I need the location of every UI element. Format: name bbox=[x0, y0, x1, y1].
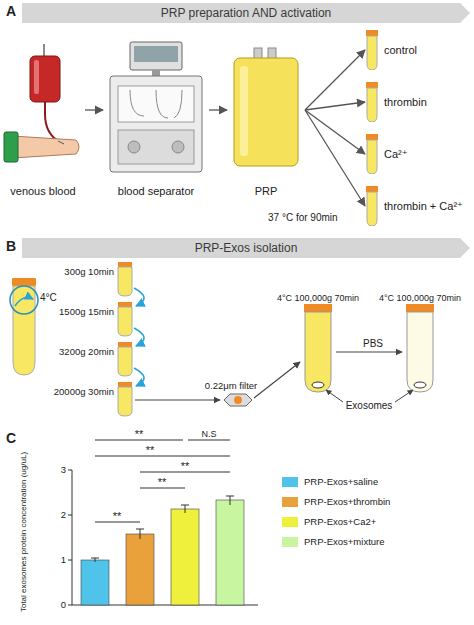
flow-arrow bbox=[305, 110, 365, 154]
spin-step: 300g 10min bbox=[20, 266, 114, 278]
tube-icon bbox=[366, 134, 378, 174]
node-label: blood separator bbox=[104, 184, 208, 198]
legend-text: PRP-Exos+thrombin bbox=[304, 496, 390, 508]
spin-step: 3200g 20min bbox=[20, 346, 114, 358]
node-label: Ca²⁺ bbox=[384, 134, 470, 174]
spin-step: 4°C 100,000g 70min bbox=[270, 292, 366, 304]
legend-row: PRP-Exos+Ca2+ bbox=[282, 516, 376, 528]
spin-step: 4°C 100,000g 70min bbox=[372, 292, 468, 304]
section-banner: PRP-Exos isolation bbox=[22, 238, 470, 258]
legend-text: PRP-Exos+Ca2+ bbox=[304, 516, 376, 528]
sample-tube: Ca²⁺ bbox=[366, 134, 470, 174]
panel-letter: B bbox=[6, 240, 16, 252]
condition-note: 37 °C for 90min bbox=[268, 212, 338, 224]
flow-arrow bbox=[209, 109, 227, 110]
significance-mark: N.S bbox=[194, 429, 224, 439]
banner-title: PRP-Exos isolation bbox=[22, 238, 470, 258]
error-bars bbox=[91, 496, 234, 562]
significance-mark: ** bbox=[124, 429, 154, 439]
flow-arrow bbox=[305, 102, 365, 110]
legend-swatch bbox=[282, 497, 298, 507]
legend-swatch bbox=[282, 477, 298, 487]
sample-tube: thrombin + Ca²⁺ bbox=[366, 186, 470, 226]
illustration bbox=[228, 40, 304, 180]
section-banner: PRP preparation AND activation bbox=[22, 3, 470, 23]
significance-mark: ** bbox=[135, 445, 165, 455]
significance-mark: ** bbox=[102, 511, 132, 521]
flow-arrow bbox=[85, 109, 103, 110]
legend-row: PRP-Exos+thrombin bbox=[282, 496, 390, 508]
temperature-note: 4°C bbox=[40, 292, 57, 304]
spin-step: 20000g 30min bbox=[20, 386, 114, 398]
tick-label: 0 bbox=[48, 599, 66, 611]
banner-title: PRP preparation AND activation bbox=[22, 3, 470, 23]
tick-label: 1 bbox=[48, 554, 66, 566]
node-label: venous blood bbox=[2, 184, 84, 198]
tube-icon bbox=[366, 82, 378, 122]
reagent-label: PBS bbox=[356, 338, 390, 350]
node-label: thrombin bbox=[384, 82, 470, 122]
illustration bbox=[2, 40, 84, 180]
axis-title: Total exosomes protein concentration (ug… bbox=[18, 452, 30, 612]
legend-swatch bbox=[282, 517, 298, 527]
significance-mark: ** bbox=[170, 461, 200, 471]
sample-tube: thrombin bbox=[366, 82, 470, 122]
legend-text: PRP-Exos+saline bbox=[304, 476, 378, 488]
panel-letter: C bbox=[6, 432, 16, 444]
legend-text: PRP-Exos+mixture bbox=[304, 536, 385, 548]
node-label: PRP bbox=[228, 184, 304, 198]
start-tube bbox=[10, 278, 38, 375]
sample-tube: control bbox=[366, 30, 470, 70]
chart-axes bbox=[68, 470, 258, 605]
legend-swatch bbox=[282, 537, 298, 547]
tube-icon bbox=[366, 186, 378, 226]
process-illustration: PRP bbox=[228, 40, 304, 200]
connector-group bbox=[85, 50, 365, 206]
filter-label: 0.22μm filter bbox=[196, 380, 266, 392]
process-illustration: venous blood bbox=[2, 40, 84, 200]
process-illustration: blood separator bbox=[104, 40, 208, 200]
centrifuge-tubes bbox=[118, 262, 144, 416]
panel-letter: A bbox=[6, 5, 16, 17]
legend-row: PRP-Exos+saline bbox=[282, 476, 378, 488]
node-label: control bbox=[384, 30, 470, 70]
node-label: thrombin + Ca²⁺ bbox=[384, 186, 470, 226]
ultracentrifuge-tubes bbox=[304, 304, 434, 402]
flow-arrow bbox=[305, 110, 365, 206]
tube-icon bbox=[366, 30, 378, 70]
chart-bars bbox=[81, 500, 244, 605]
legend-row: PRP-Exos+mixture bbox=[282, 536, 385, 548]
significance-mark: ** bbox=[147, 477, 177, 487]
significance-lines bbox=[95, 440, 230, 522]
pellet-label: Exosomes bbox=[342, 400, 396, 412]
illustration bbox=[104, 40, 208, 180]
tick-label: 2 bbox=[48, 509, 66, 521]
tick-label: 3 bbox=[48, 464, 66, 476]
filter-step bbox=[135, 362, 300, 406]
flow-arrow bbox=[305, 50, 365, 110]
spin-step: 1500g 15min bbox=[20, 306, 114, 318]
